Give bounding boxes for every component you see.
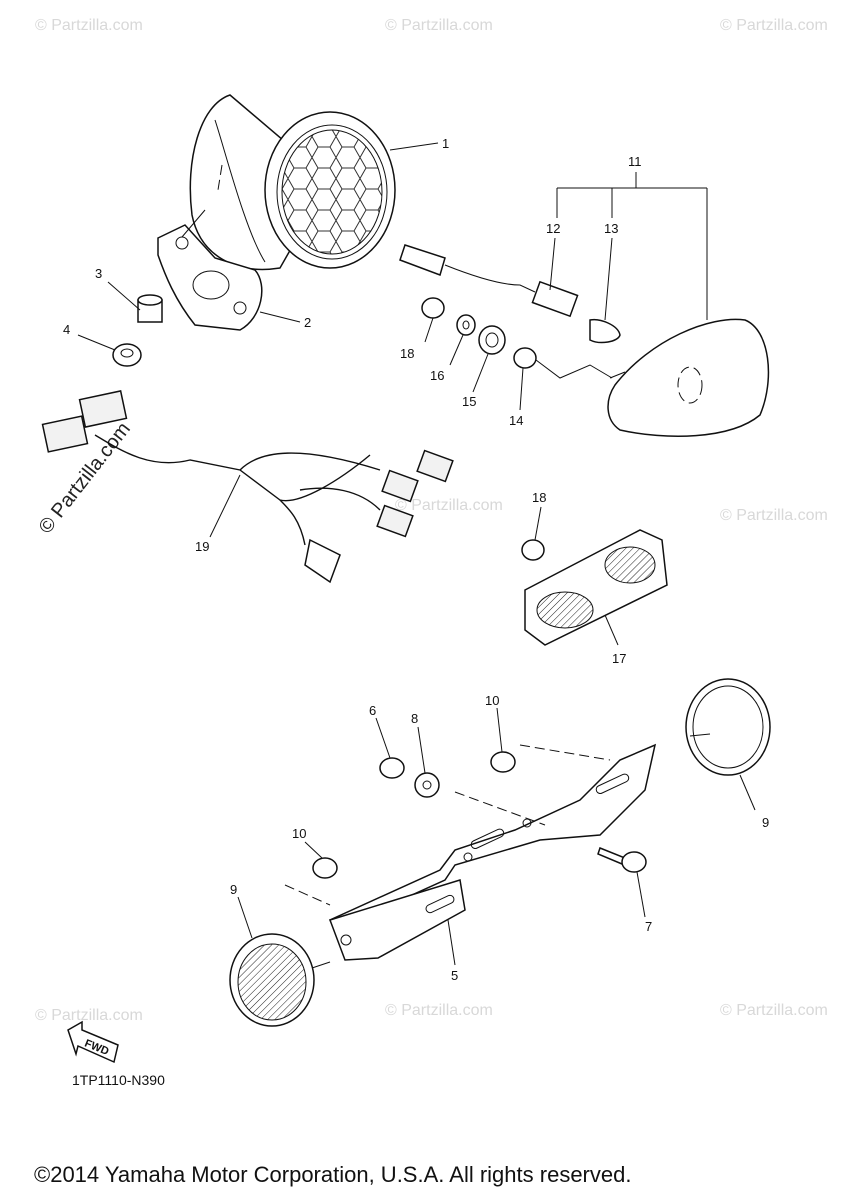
part-1-headlight[interactable] <box>189 94 396 271</box>
callout-15: 15 <box>462 394 476 409</box>
callout-5: 5 <box>451 968 458 983</box>
part-7-bolt[interactable] <box>597 847 647 873</box>
callout-4: 4 <box>63 322 70 337</box>
copyright-notice: ©2014 Yamaha Motor Corporation, U.S.A. A… <box>34 1162 632 1187</box>
svg-text:© Partzilla.com: © Partzilla.com <box>385 1002 493 1019</box>
leader-lines <box>77 142 756 966</box>
callout-2: 2 <box>304 315 311 330</box>
part-10-nut-lower[interactable] <box>312 857 338 879</box>
callout-18-lower: 18 <box>532 490 546 505</box>
diagram-code: 1TP1110-N390 <box>72 1072 165 1088</box>
svg-text:© Partzilla.com: © Partzilla.com <box>720 17 828 34</box>
part-13-bulb[interactable] <box>589 318 621 344</box>
part-14-collar[interactable] <box>513 347 613 379</box>
callout-8: 8 <box>411 711 418 726</box>
callout-10-lower: 10 <box>292 826 306 841</box>
part-8-washer[interactable] <box>414 772 440 798</box>
callout-labels: 1 2 3 4 5 6 7 8 9 9 10 10 11 12 13 14 15… <box>63 136 769 983</box>
callout-18-upper: 18 <box>400 346 414 361</box>
part-17-reflector[interactable] <box>524 529 668 646</box>
part-9-reflector-upper[interactable] <box>685 678 771 776</box>
callout-1: 1 <box>442 136 449 151</box>
part-11-turn-signal[interactable] <box>607 318 770 437</box>
callout-17: 17 <box>612 651 626 666</box>
svg-text:© Partzilla.com: © Partzilla.com <box>385 17 493 34</box>
svg-text:© Partzilla.com: © Partzilla.com <box>35 1007 143 1024</box>
callout-7: 7 <box>645 919 652 934</box>
callout-3: 3 <box>95 266 102 281</box>
fwd-arrow-icon: FWD <box>67 1020 119 1064</box>
background-watermarks: © Partzilla.com © Partzilla.com © Partzi… <box>35 17 828 1024</box>
callout-9-lower: 9 <box>230 882 237 897</box>
part-18-nut[interactable] <box>421 297 445 319</box>
part-10-nut-upper[interactable] <box>490 751 516 773</box>
callout-12: 12 <box>546 221 560 236</box>
callout-14: 14 <box>509 413 523 428</box>
callout-10-upper: 10 <box>485 693 499 708</box>
part-19-wire-harness[interactable] <box>41 390 454 584</box>
callout-11: 11 <box>628 154 642 169</box>
svg-text:© Partzilla.com: © Partzilla.com <box>720 1002 828 1019</box>
part-4-nut[interactable] <box>112 343 142 367</box>
part-12-socket[interactable] <box>399 244 579 318</box>
callout-13: 13 <box>604 221 618 236</box>
svg-text:© Partzilla.com: © Partzilla.com <box>35 17 143 34</box>
part-2-bracket[interactable] <box>157 209 263 331</box>
callout-19: 19 <box>195 539 209 554</box>
part-3-collar[interactable] <box>137 294 163 323</box>
part-15-grommet[interactable] <box>478 325 506 355</box>
part-18-nut-reflector[interactable] <box>521 539 545 561</box>
part-9-reflector-lower[interactable] <box>229 933 331 1027</box>
part-6-nut[interactable] <box>379 757 405 779</box>
callout-16: 16 <box>430 368 444 383</box>
part-5-bracket[interactable] <box>328 743 657 961</box>
svg-text:© Partzilla.com: © Partzilla.com <box>395 497 503 514</box>
callout-6: 6 <box>369 703 376 718</box>
callout-9-upper: 9 <box>762 815 769 830</box>
svg-text:© Partzilla.com: © Partzilla.com <box>720 507 828 524</box>
part-16-washer[interactable] <box>456 314 476 336</box>
